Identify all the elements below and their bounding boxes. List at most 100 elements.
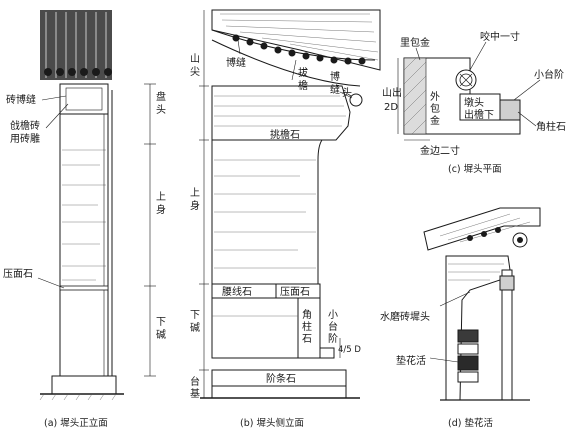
label-dian-hua-huo: 垫花活 [396,354,426,367]
label-shang-shen-b1: 上 [190,187,200,199]
leader-dian-hua [429,357,459,363]
pier-front [59,113,109,377]
leader-li-bao-jin [415,47,421,61]
leader-ba-yan [291,59,297,81]
label-dun-tou: 墩头 [464,96,484,109]
eave-curve-2 [211,39,361,87]
shang-shen-hatch [214,159,316,269]
carved-panel-4 [457,371,479,383]
vertical-dimension-ab: 盘 头 上 身 下 碱 [144,83,166,377]
eave-tile-ends [44,68,112,76]
label-ba-yan-1: 拔 [298,66,308,79]
label-xia-jian-b1: 下 [190,310,200,321]
label-shui-mo-zhuan: 水磨砖墀头 [380,310,430,323]
leader-bo-feng [237,39,241,55]
label-pan-tou-2: 头 [156,104,166,116]
label-yao-xian-shi: 腰线石 [222,285,252,298]
label-jin-bian-er-cun: 金边二寸 [420,144,460,157]
plan-hatch-region [403,57,427,135]
cornice-brick-front [65,87,103,111]
plan-column-cross2 [459,73,473,87]
label-shang-shen-1: 上 [156,191,166,203]
roof-tile-pattern [45,12,107,78]
pier-hatching [62,149,106,281]
label-jiao-zhu-shi-1: 角 [302,309,312,321]
label-xia-jian-b2: 碱 [190,322,200,334]
label-bo-feng: 博缝 [226,56,246,69]
bo-feng-tou-scroll [349,93,363,107]
ya-mian-shi-front [59,285,109,291]
label-ba-yan-2: 檐 [298,79,308,92]
label-jiao-zhu-shi-c: 角柱石 [536,120,566,133]
caption-a: (a) 墀头正立面 [44,417,108,429]
roof-slope-hatch [220,13,379,61]
roof-slope-side [211,9,381,71]
caption-b: (b) 墀头侧立面 [240,417,304,429]
leader-shui-mo [439,291,471,307]
panel-c-plan: 里包金 咬中一寸 山出 2D 外 包 金 墩头 出檐下 小台阶 角柱石 金边二寸… [382,30,566,175]
label-wai-bao-jin-2: 包 [430,102,440,115]
label-li-bao-jin: 里包金 [400,36,430,49]
leader-jiao-zhu-c [517,111,537,127]
label-yao-zhong-yi-cun: 咬中一寸 [480,30,520,43]
label-xiao-tai-jie-c: 小台阶 [534,68,564,81]
label-shang-shen-b2: 身 [190,199,200,212]
label-carving: 用砖雕 [10,132,40,145]
label-shan-jian-1: 山 [190,53,200,65]
roof-d [423,207,541,251]
label-fraction: 4/5 D [338,345,361,355]
tile-end-circles [232,34,366,65]
leader-bo-feng-tou [339,91,353,99]
label-xiao-tai-jie-3: 阶 [328,332,338,345]
panel-b-side-elevation: 山 尖 博缝 拔 檐 博 缝 头 挑檐石 上 身 下 碱 腰线石 压面石 角 柱… [190,9,381,429]
xia-jian-body [211,297,299,359]
label-jiao-zhu-shi-2: 柱 [302,320,312,333]
leader-cornice [45,103,69,129]
eave-curve [211,29,376,61]
label-tiao-yan-shi: 挑檐石 [270,128,300,141]
ground-hatch-a [39,393,117,401]
label-bo-feng-tou-2: 缝 [330,83,340,96]
label-wai-bao-jin-1: 外 [430,91,440,103]
panel-d-dian-hua-huo: 水磨砖墀头 垫花活 (d) 垫花活 [380,207,541,429]
label-xiao-tai-jie-1: 小 [328,309,338,321]
label-shang-shen-2: 身 [156,203,166,216]
label-2d: 2D [384,102,398,113]
label-shan-chu: 山出 [382,86,402,99]
plan-column-inner [459,73,473,87]
label-xia-jian-2: 碱 [156,329,166,341]
plan-hatch-lines [403,57,427,135]
carved-panel-2 [457,343,479,355]
caption-c: (c) 墀头平面 [448,163,502,175]
leader-xiao-tai-jie [513,79,541,101]
label-chu-yan-xia: 出檐下 [464,108,494,121]
plan-jiao-zhu-shi [499,99,521,121]
caption-d: (d) 垫花活 [448,417,493,429]
dim-b-ticks [199,85,209,371]
label-jiao-zhu-shi-3: 石 [302,334,312,345]
label-xiao-tai-jie-2: 台 [328,320,338,333]
pier-d-hatch [448,263,504,281]
carved-panel-3 [457,355,479,371]
label-brick-fu: 砖博缝 [6,93,36,106]
carved-panel-1 [457,329,479,343]
base-front [51,375,117,395]
label-cornice-brick: 戗檐砖 [10,119,40,132]
scroll-d-inner [517,237,523,243]
pan-tou-hatch [214,95,346,127]
tai-ji [211,385,347,399]
label-pan-tou-1: 盘 [156,90,166,103]
label-ya-mian-shi-a: 压面石 [3,268,33,280]
label-tai-ji-1: 台 [190,375,200,388]
label-bo-feng-tou-1: 博 [330,70,340,83]
leader-yao-zhong [469,41,487,71]
column-d-cap [499,275,515,291]
panel-a-front-elevation: 砖博缝 戗檐砖 用砖雕 压面石 (a) 墀头正立面 [3,10,124,429]
leader-brick-fu [41,95,67,101]
label-tai-ji-2: 基 [190,387,200,400]
roof-d-tile-ends [467,227,501,241]
label-xia-jian-1: 下 [156,317,166,328]
label-bo-feng-tou-3: 头 [342,87,352,99]
label-wai-bao-jin-3: 金 [430,114,440,127]
